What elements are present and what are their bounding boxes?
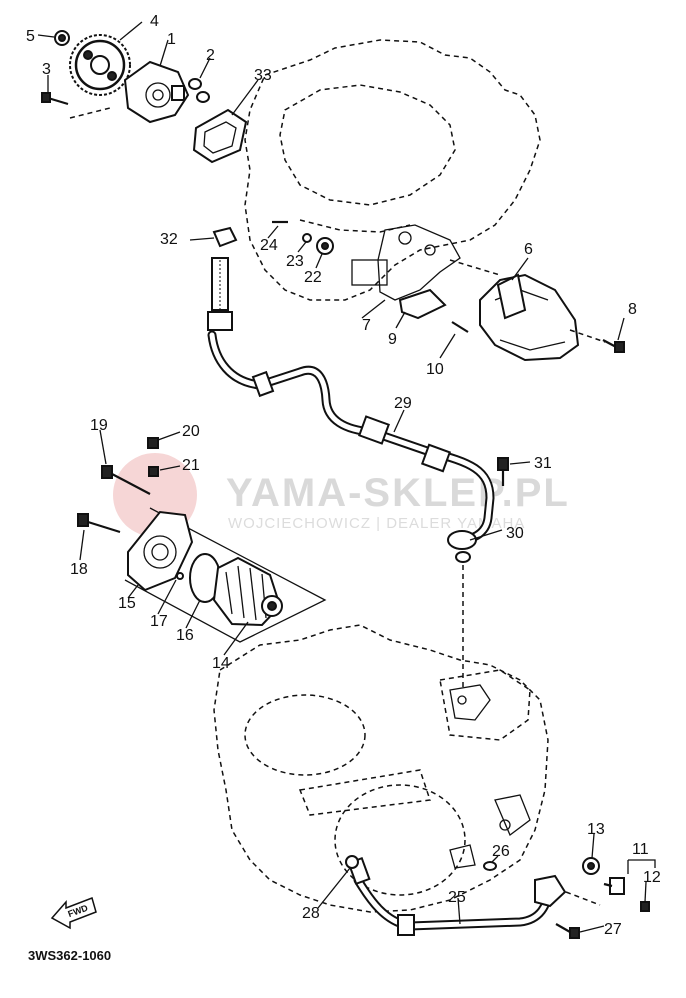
pump-drive-gear	[69, 34, 131, 96]
callout-13: 13	[587, 821, 605, 838]
callout-30: 30	[506, 525, 524, 542]
bracket-9	[398, 288, 447, 320]
callout-2: 2	[206, 47, 215, 64]
callout-32: 32	[160, 231, 178, 248]
callout-26: 26	[492, 843, 510, 860]
oil-delivery-pipe	[207, 226, 509, 690]
callout-16: 16	[176, 627, 194, 644]
watermark: YAMA-SKLEP.PL WOJCIECHOWICZ | DEALER YAM…	[113, 453, 570, 537]
oil-filter-group	[77, 437, 327, 643]
callout-6: 6	[524, 241, 533, 258]
callout-27: 27	[604, 921, 622, 938]
oil-pump-body	[123, 60, 190, 124]
callout-8: 8	[628, 301, 637, 318]
oil-strainer-group	[272, 220, 625, 362]
callout-29: 29	[394, 395, 412, 412]
callout-5: 5	[26, 28, 35, 45]
callout-20: 20	[182, 423, 200, 440]
callout-4: 4	[150, 13, 159, 30]
callout-22: 22	[304, 269, 322, 286]
mount-bracket	[377, 224, 461, 301]
callout-19: 19	[90, 417, 108, 434]
callout-11: 11	[632, 841, 649, 858]
callout-3: 3	[42, 61, 51, 78]
leader-lines	[37, 21, 647, 933]
callout-28: 28	[302, 905, 320, 922]
lower-crankcase-outline	[213, 624, 549, 913]
callout-33: 33	[254, 67, 272, 84]
oil-pump-group	[41, 30, 248, 164]
callout-12: 12	[643, 869, 661, 886]
callout-24: 24	[260, 237, 278, 254]
pump-gasket	[192, 108, 248, 164]
callout-21: 21	[182, 457, 200, 474]
callout-14: 14	[212, 655, 230, 672]
watermark-tagline: WOJCIECHOWICZ | DEALER YAMAHA	[228, 515, 525, 532]
callout-9: 9	[388, 331, 397, 348]
callout-1: 1	[167, 31, 176, 48]
callout-17: 17	[150, 613, 168, 630]
watermark-brand: YAMA-SKLEP.PL	[226, 471, 570, 515]
diagram-code: 3WS362-1060	[28, 948, 111, 963]
callout-7: 7	[362, 317, 371, 334]
callout-10: 10	[426, 361, 444, 378]
lower-oil-pipe	[345, 855, 656, 939]
callout-25: 25	[448, 889, 466, 906]
callout-labels: 1 2 3 4 5 6 7 8 9 10 11 12 13 14 15 16 1…	[26, 13, 661, 938]
callout-31: 31	[534, 455, 552, 472]
upper-crankcase-outline	[244, 39, 541, 301]
fwd-arrow-icon: FWD	[50, 897, 97, 930]
callout-18: 18	[70, 561, 88, 578]
callout-23: 23	[286, 253, 304, 270]
callout-15: 15	[118, 595, 136, 612]
